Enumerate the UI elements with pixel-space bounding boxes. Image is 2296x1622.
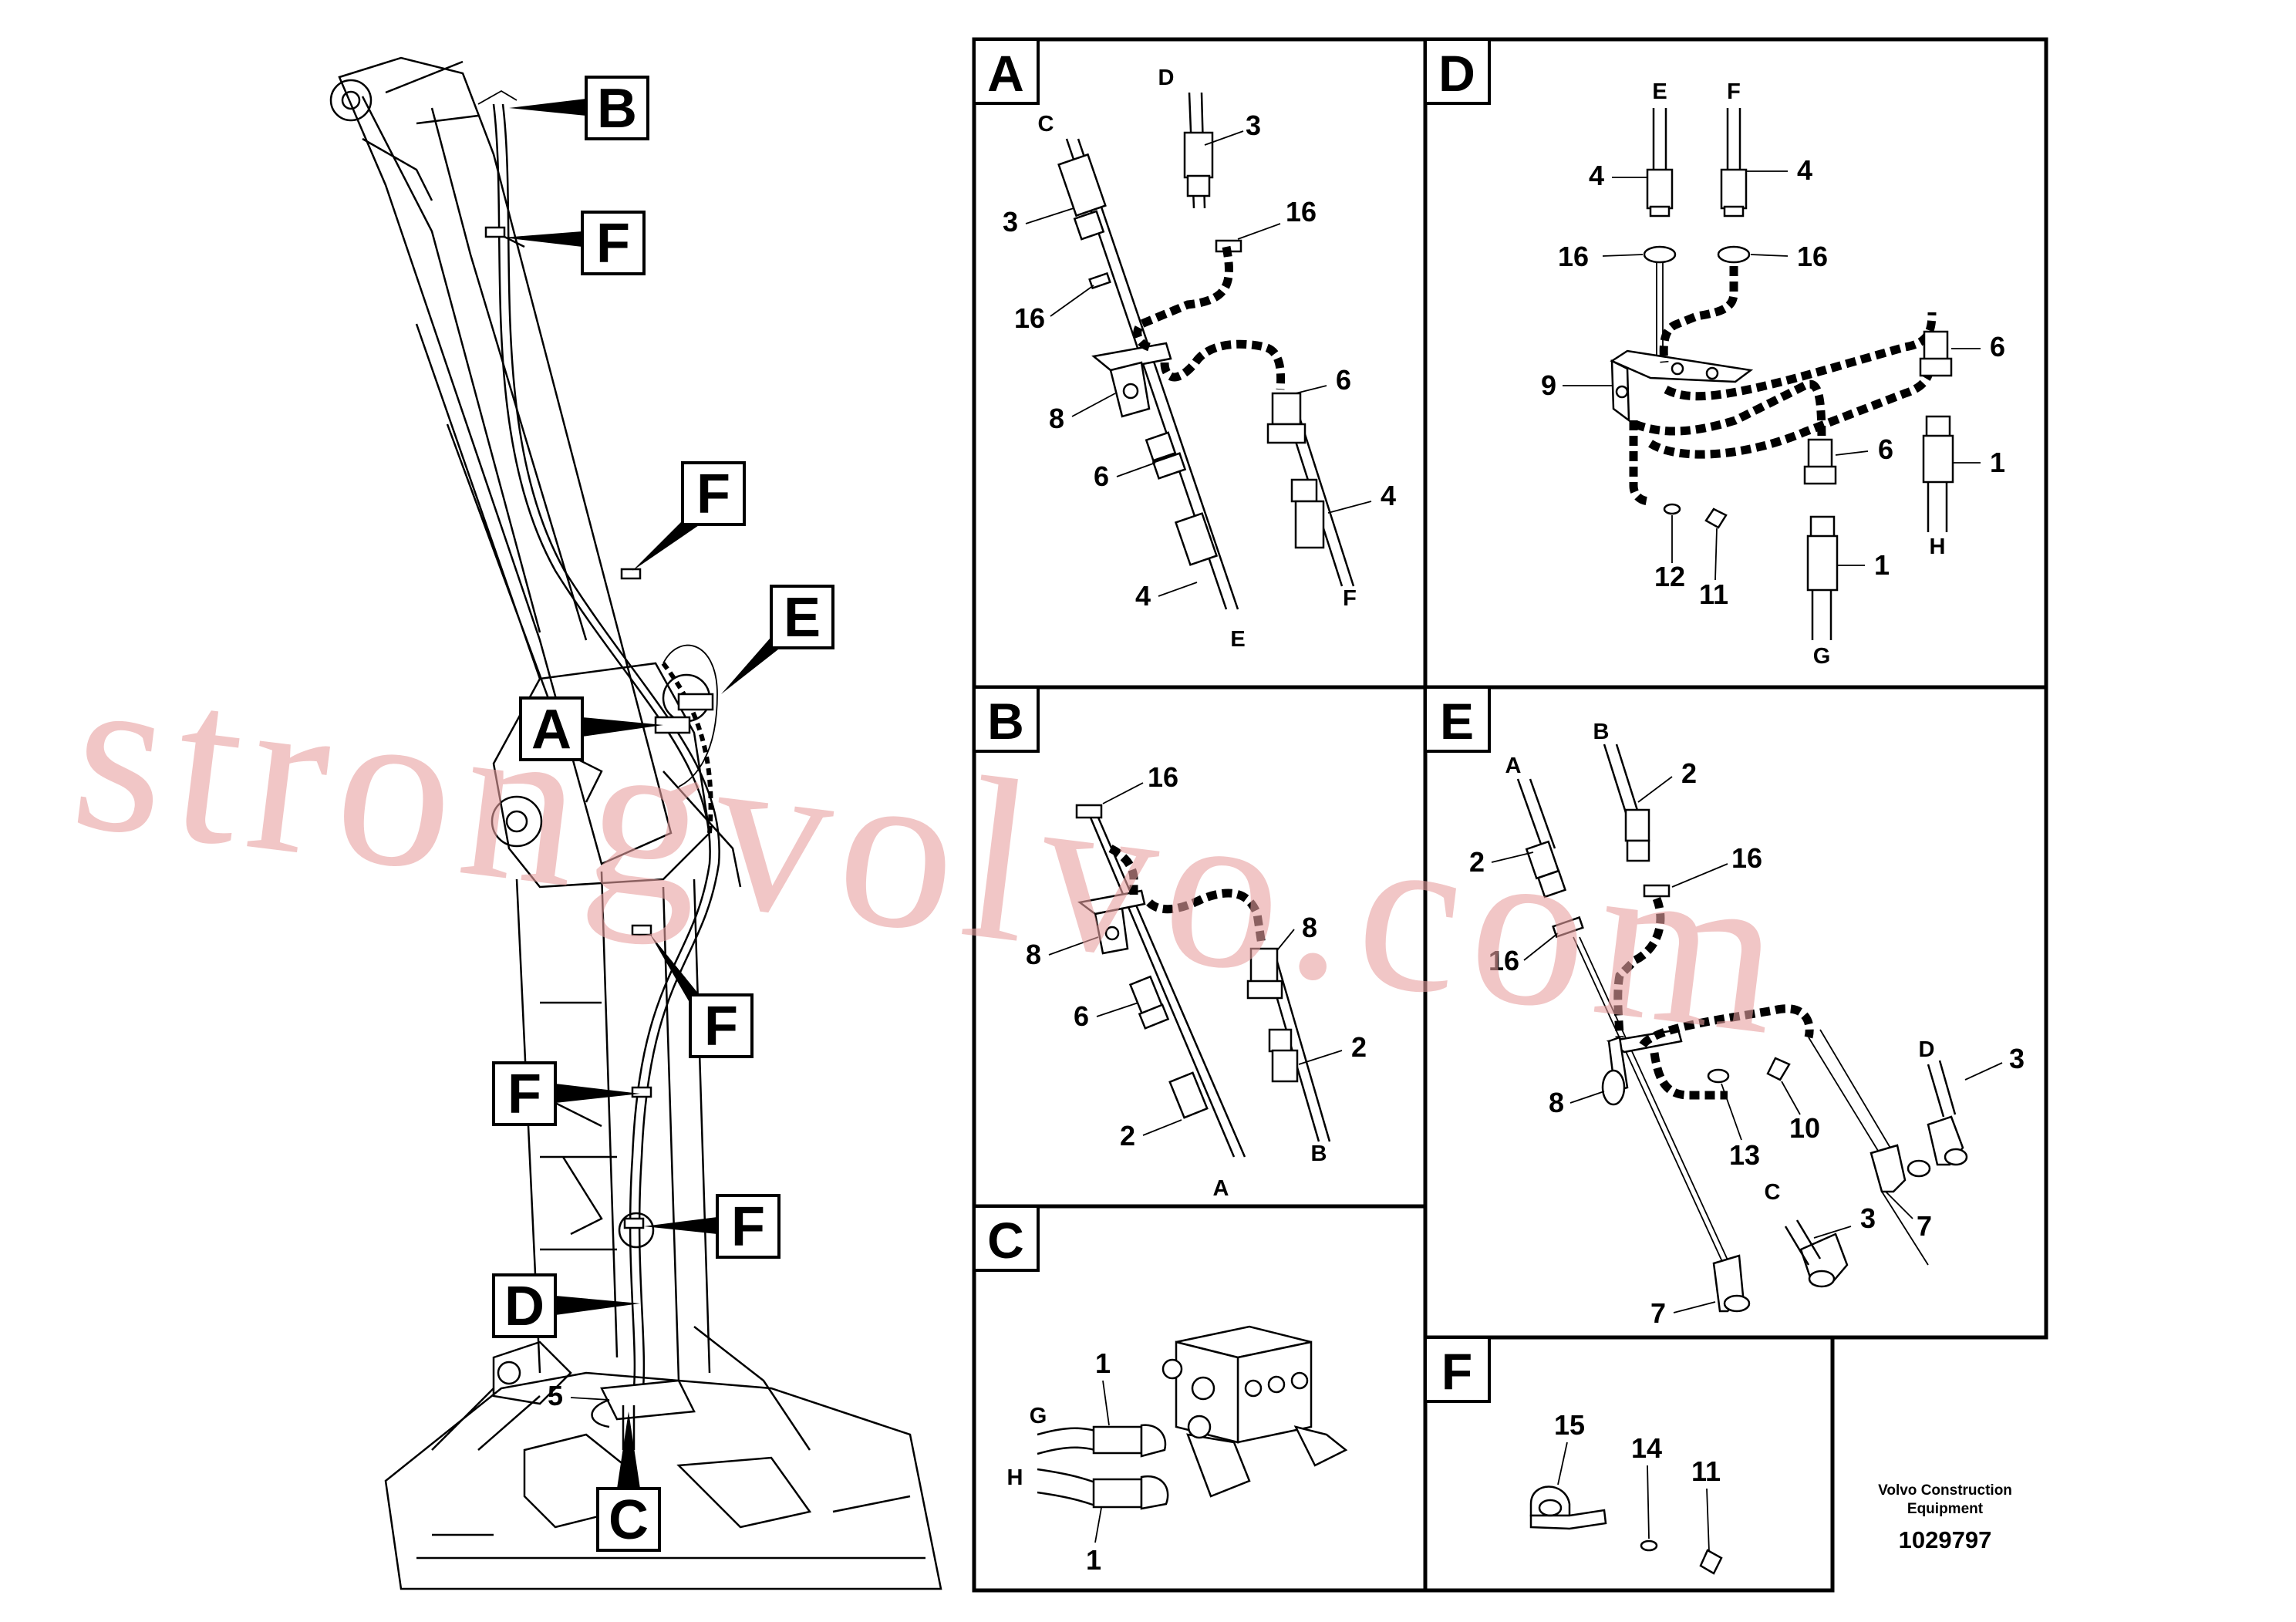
brand-line-2: Equipment bbox=[1907, 1501, 1984, 1517]
svg-text:7: 7 bbox=[1650, 1297, 1666, 1329]
svg-text:2: 2 bbox=[1469, 846, 1485, 878]
svg-text:F: F bbox=[507, 1064, 541, 1125]
panel-e: E bbox=[1424, 686, 2025, 1329]
panel-b: B 16 8 6 8 2 2 A B bbox=[973, 686, 1367, 1201]
overview-callout-d: D bbox=[492, 1273, 640, 1338]
overview-callout-f-1: F bbox=[503, 211, 646, 275]
svg-text:F: F bbox=[696, 464, 730, 525]
overview-callout-f-2: F bbox=[632, 461, 746, 571]
svg-text:F: F bbox=[596, 213, 630, 275]
svg-text:15: 15 bbox=[1554, 1409, 1585, 1441]
svg-text:10: 10 bbox=[1789, 1112, 1820, 1144]
svg-text:1: 1 bbox=[1086, 1544, 1101, 1576]
svg-text:E: E bbox=[1652, 79, 1667, 104]
svg-text:13: 13 bbox=[1729, 1139, 1760, 1171]
svg-text:C: C bbox=[1038, 112, 1054, 137]
svg-text:4: 4 bbox=[1797, 154, 1812, 186]
svg-text:H: H bbox=[1930, 534, 1946, 559]
svg-text:G: G bbox=[1813, 644, 1831, 669]
svg-text:D: D bbox=[504, 1276, 544, 1337]
svg-text:F: F bbox=[731, 1196, 765, 1258]
svg-text:B: B bbox=[597, 78, 637, 140]
svg-text:1: 1 bbox=[1990, 447, 2005, 478]
svg-text:A: A bbox=[1505, 754, 1522, 778]
svg-text:C: C bbox=[609, 1489, 649, 1551]
svg-text:3: 3 bbox=[1003, 206, 1018, 238]
svg-text:F: F bbox=[1343, 586, 1357, 611]
svg-text:B: B bbox=[987, 693, 1024, 750]
overview-callout-b: B bbox=[509, 76, 649, 140]
overview-callout-e: E bbox=[721, 585, 834, 694]
svg-text:16: 16 bbox=[1014, 302, 1045, 334]
overview-callout-a: A bbox=[519, 696, 663, 761]
svg-text:8: 8 bbox=[1549, 1087, 1564, 1118]
svg-text:16: 16 bbox=[1286, 196, 1317, 228]
svg-text:16: 16 bbox=[1797, 241, 1828, 272]
svg-text:11: 11 bbox=[1699, 578, 1728, 610]
svg-text:A: A bbox=[987, 45, 1024, 102]
svg-text:D: D bbox=[1438, 45, 1475, 102]
brand-line-1: Volvo Construction bbox=[1878, 1482, 2012, 1499]
svg-text:16: 16 bbox=[1148, 761, 1178, 793]
svg-text:D: D bbox=[1919, 1037, 1935, 1062]
svg-text:4: 4 bbox=[1381, 480, 1396, 511]
panel-a: A C D 3 3 16 16 bbox=[973, 38, 1396, 652]
svg-text:6: 6 bbox=[1336, 364, 1351, 396]
svg-text:1: 1 bbox=[1874, 549, 1890, 581]
overview-callout-f-3: F bbox=[649, 933, 754, 1058]
overview-part-5: 5 bbox=[548, 1380, 610, 1411]
svg-text:6: 6 bbox=[1074, 1000, 1089, 1032]
svg-text:H: H bbox=[1007, 1465, 1023, 1490]
svg-text:F: F bbox=[1441, 1343, 1472, 1400]
svg-text:8: 8 bbox=[1026, 939, 1041, 970]
svg-text:2: 2 bbox=[1681, 757, 1697, 789]
svg-text:16: 16 bbox=[1489, 945, 1519, 976]
svg-text:F: F bbox=[704, 996, 738, 1057]
overview-drawing: B F F E A F F bbox=[329, 56, 942, 1590]
svg-text:9: 9 bbox=[1541, 369, 1556, 401]
svg-text:C: C bbox=[987, 1212, 1024, 1269]
svg-text:12: 12 bbox=[1654, 561, 1685, 592]
svg-text:E: E bbox=[1230, 627, 1245, 652]
svg-text:D: D bbox=[1158, 66, 1175, 90]
svg-text:11: 11 bbox=[1691, 1455, 1721, 1487]
svg-text:F: F bbox=[1727, 79, 1741, 104]
svg-text:E: E bbox=[1440, 693, 1474, 750]
svg-text:A: A bbox=[1213, 1176, 1229, 1201]
svg-text:B: B bbox=[1311, 1141, 1327, 1166]
svg-text:3: 3 bbox=[1246, 110, 1261, 141]
overview-callout-f-4: F bbox=[492, 1061, 640, 1126]
panel-c: C 1 G H 1 bbox=[973, 1205, 1348, 1576]
overview-callout-f-5: F bbox=[644, 1194, 781, 1259]
watermark: strongvolvo.com bbox=[62, 620, 1804, 1085]
svg-text:3: 3 bbox=[1860, 1202, 1876, 1234]
svg-text:G: G bbox=[1030, 1404, 1047, 1428]
svg-text:B: B bbox=[1593, 720, 1610, 744]
svg-text:8: 8 bbox=[1049, 403, 1064, 434]
svg-text:8: 8 bbox=[1302, 912, 1317, 943]
svg-text:16: 16 bbox=[1558, 241, 1589, 272]
svg-text:6: 6 bbox=[1094, 460, 1109, 492]
svg-text:6: 6 bbox=[1990, 331, 2005, 363]
svg-text:2: 2 bbox=[1351, 1031, 1367, 1063]
svg-text:E: E bbox=[784, 587, 821, 649]
svg-text:7: 7 bbox=[1917, 1210, 1932, 1242]
panel-f: F 15 14 11 bbox=[1424, 1336, 1723, 1575]
doc-number: 1029797 bbox=[1899, 1526, 1992, 1553]
svg-text:6: 6 bbox=[1878, 433, 1893, 465]
svg-text:5: 5 bbox=[548, 1380, 563, 1411]
panel-d: D bbox=[1424, 38, 2005, 669]
overview-callout-c: C bbox=[596, 1411, 661, 1552]
svg-text:A: A bbox=[531, 699, 571, 760]
svg-text:4: 4 bbox=[1135, 580, 1151, 612]
svg-text:3: 3 bbox=[2009, 1043, 2025, 1074]
brand-block: Volvo Construction Equipment 1029797 bbox=[1878, 1482, 2012, 1553]
svg-text:C: C bbox=[1765, 1180, 1781, 1205]
svg-text:14: 14 bbox=[1631, 1432, 1662, 1464]
svg-text:4: 4 bbox=[1589, 160, 1604, 191]
svg-text:2: 2 bbox=[1120, 1120, 1135, 1152]
svg-text:1: 1 bbox=[1095, 1347, 1111, 1379]
svg-text:16: 16 bbox=[1731, 842, 1762, 874]
